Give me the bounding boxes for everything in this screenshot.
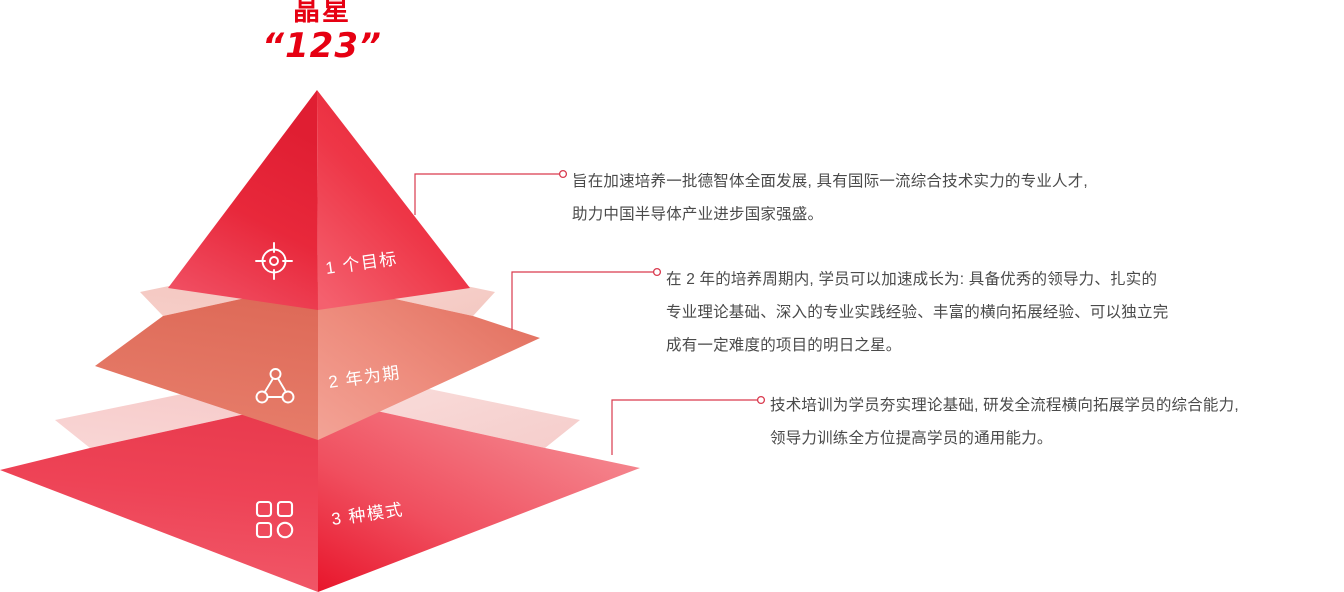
callout-marker-3 [756,395,766,405]
callout-1-line-1: 旨在加速培养一批德智体全面发展, 具有国际一流综合技术实力的专业人才, [572,173,1088,190]
callout-3-line-2: 领导力训练全方位提高学员的通用能力。 [770,430,1053,447]
callout-2-line-2: 专业理论基础、深入的专业实践经验、丰富的横向拓展经验、可以独立完 [666,304,1169,321]
grid-modes-icon [255,500,295,545]
page-subtitle: “123” [262,26,382,66]
tier-3-right-face [318,398,640,592]
tier-1-left-face [168,90,318,310]
pyramid-diagram [0,90,640,592]
callout-1-text: 旨在加速培养一批德智体全面发展, 具有国际一流综合技术实力的专业人才, 助力中国… [572,165,1088,231]
callout-2-text: 在 2 年的培养周期内, 学员可以加速成长为: 具备优秀的领导力、扎实的 专业理… [666,263,1168,362]
network-node-icon [255,367,297,412]
page-title: 晶星 [293,0,351,26]
callout-3-text: 技术培训为学员夯实理论基础, 研发全流程横向拓展学员的综合能力, 领导力训练全方… [770,389,1239,455]
tier-2-right-face [318,282,540,440]
target-icon [253,240,295,287]
callout-2-line-1: 在 2 年的培养周期内, 学员可以加速成长为: 具备优秀的领导力、扎实的 [666,271,1158,288]
callout-2-line-3: 成有一定难度的项目的明日之星。 [666,337,902,354]
title-block: 晶星 “123” [232,0,412,66]
tier-2-left-face [95,282,318,440]
tier-3-left-face [0,398,318,592]
tier-1-right-face [317,90,470,310]
pyramid-tier-1[interactable] [168,90,470,310]
callout-3-line-1: 技术培训为学员夯实理论基础, 研发全流程横向拓展学员的综合能力, [770,397,1239,414]
callout-1-line-2: 助力中国半导体产业进步国家强盛。 [572,206,824,223]
